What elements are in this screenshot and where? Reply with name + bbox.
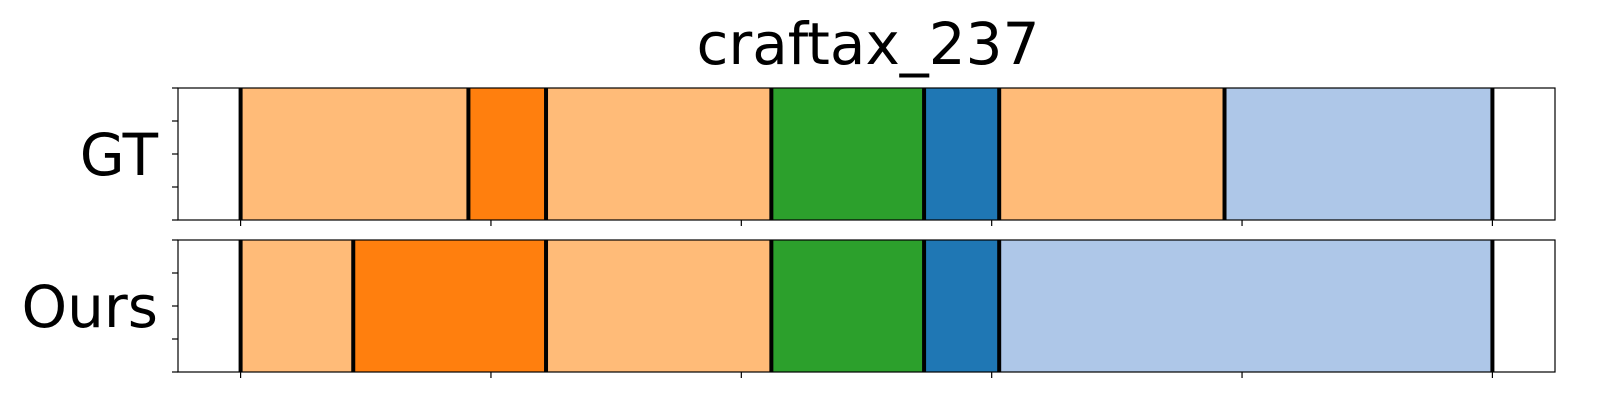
segment-gt-6: [1224, 88, 1493, 220]
segment-gt-0: [240, 88, 469, 220]
segment-gt-3: [771, 88, 925, 220]
segment-ours-0: [240, 240, 354, 372]
rows-layer: GT Ours: [22, 87, 1556, 378]
segment-gt-5: [999, 88, 1225, 220]
segment-gt-2: [546, 88, 772, 220]
segment-gt-1: [468, 88, 547, 220]
segment-ours-4: [924, 240, 1000, 372]
chart-title: craftax_237: [697, 10, 1040, 78]
row-ours: Ours: [22, 239, 1556, 378]
segment-ours-3: [771, 240, 925, 372]
segment-ours-1: [353, 240, 547, 372]
segment-ours-2: [546, 240, 772, 372]
row-gt: GT: [80, 87, 1556, 226]
row-label-gt: GT: [80, 121, 159, 189]
segment-gt-4: [924, 88, 1000, 220]
segment-ours-5: [999, 240, 1493, 372]
row-label-ours: Ours: [22, 273, 158, 341]
